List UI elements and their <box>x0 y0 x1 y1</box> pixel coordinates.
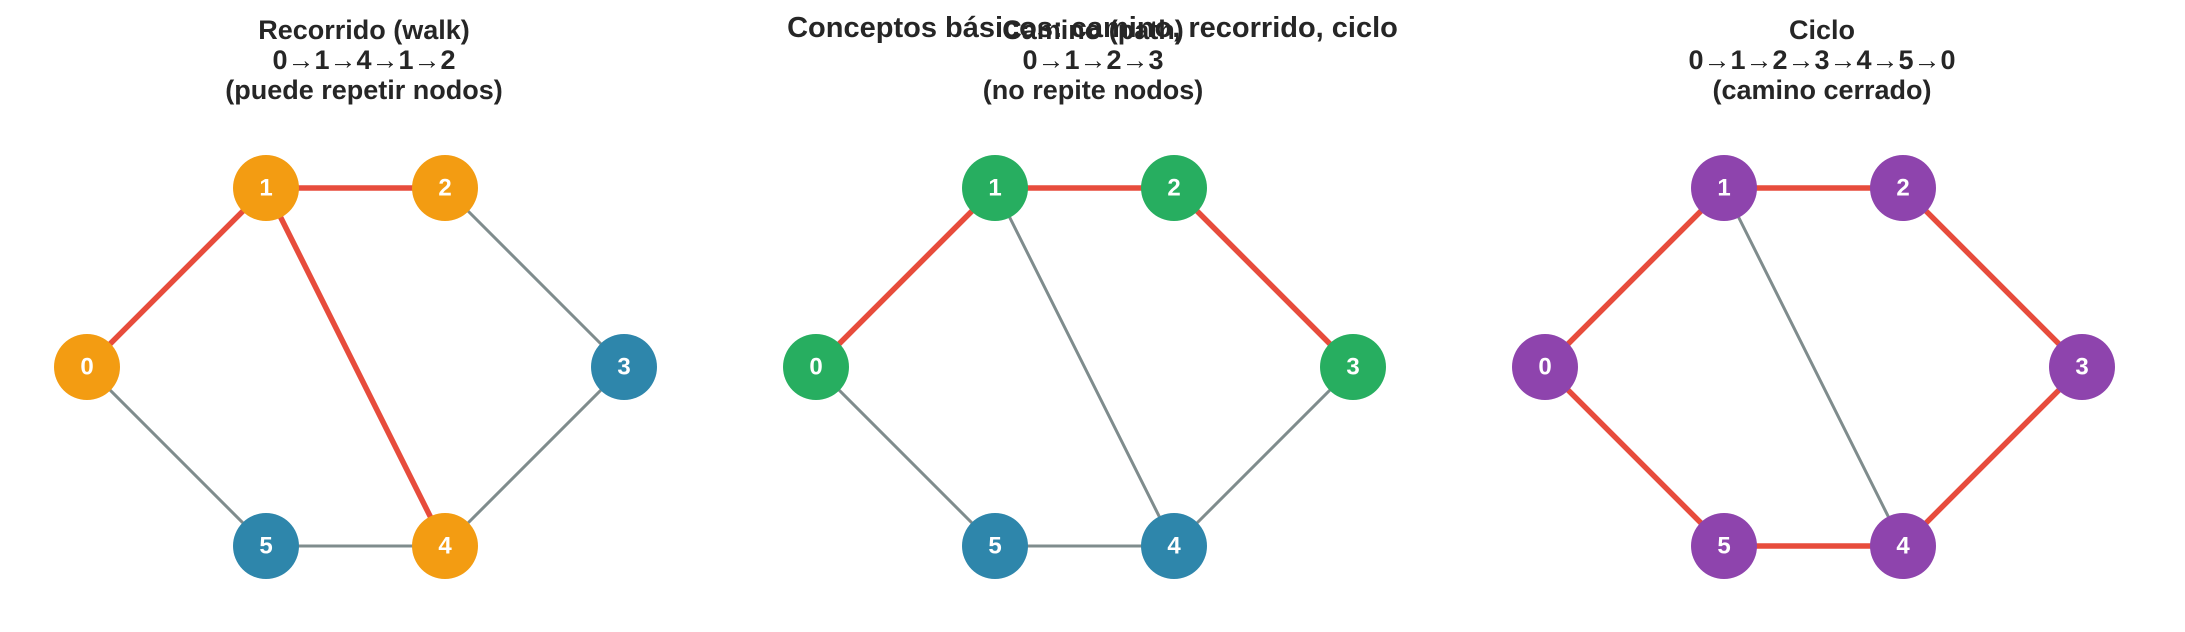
panel-title-line: (puede repetir nodos) <box>225 75 503 105</box>
node-4: 4 <box>412 513 478 579</box>
node-label: 4 <box>438 532 452 559</box>
highlighted-node-circle <box>54 334 120 400</box>
node-label: 2 <box>1896 174 1909 201</box>
node-label: 3 <box>617 353 630 380</box>
panel-path: Camino (path) 0→1→2→3 (no repite nodos) … <box>729 0 1457 632</box>
highlighted-node-circle <box>1512 334 1578 400</box>
highlighted-node-circle <box>1141 155 1207 221</box>
node-circle <box>962 513 1028 579</box>
panel-cycle: Ciclo 0→1→2→3→4→5→0 (camino cerrado) 0 1 2… <box>1458 0 2185 632</box>
highlighted-node-circle <box>1691 155 1757 221</box>
node-1: 1 <box>233 155 299 221</box>
highlighted-node-circle <box>1691 513 1757 579</box>
edges-group <box>1542 185 2085 549</box>
figure-title: Conceptos básicos: camino, recorrido, ci… <box>787 12 1398 44</box>
node-2: 2 <box>1870 155 1936 221</box>
node-0: 0 <box>783 334 849 400</box>
graph-diagram: 0 1 2 3 4 5 <box>1512 155 2115 579</box>
panel-title-line: 0→1→4→1→2 <box>272 45 456 75</box>
panel-title: Recorrido (walk) 0→1→4→1→2 (puede repeti… <box>0 15 728 105</box>
highlighted-node-circle <box>2049 334 2115 400</box>
node-label: 1 <box>988 174 1001 201</box>
node-1: 1 <box>1691 155 1757 221</box>
panel-title: Ciclo 0→1→2→3→4→5→0 (camino cerrado) <box>1458 15 2185 105</box>
node-0: 0 <box>54 334 120 400</box>
node-label: 5 <box>259 532 272 559</box>
edge-5-0 <box>814 365 997 548</box>
node-4: 4 <box>1870 513 1936 579</box>
node-circle <box>1141 513 1207 579</box>
nodes-group: 0 1 2 3 4 5 <box>1512 155 2115 579</box>
highlighted-edge-3-4 <box>1900 364 2085 549</box>
highlighted-edge-2-3 <box>1900 185 2085 370</box>
node-2: 2 <box>1141 155 1207 221</box>
highlighted-edge-0-1 <box>813 185 998 370</box>
node-3: 3 <box>591 334 657 400</box>
panel-title-line: (camino cerrado) <box>1712 75 1932 105</box>
panel-title-line: Ciclo <box>1788 15 1855 45</box>
node-5: 5 <box>233 513 299 579</box>
node-label: 4 <box>1896 532 1910 559</box>
node-2: 2 <box>412 155 478 221</box>
panel-title-line: (no repite nodos) <box>982 75 1204 105</box>
panel-title: Camino (path) 0→1→2→3 (no repite nodos) <box>729 15 1457 105</box>
node-circle <box>591 334 657 400</box>
edges-group <box>813 185 1356 548</box>
node-4: 4 <box>1141 513 1207 579</box>
graph-diagram: 0 1 2 3 4 5 <box>54 155 657 579</box>
highlighted-node-circle <box>783 334 849 400</box>
node-5: 5 <box>1691 513 1757 579</box>
node-label: 1 <box>259 174 272 201</box>
nodes-group: 0 1 2 3 4 5 <box>54 155 657 579</box>
node-label: 1 <box>1717 174 1730 201</box>
panel-title-line: Camino (path) <box>1002 15 1184 45</box>
highlighted-node-circle <box>1870 513 1936 579</box>
node-label: 5 <box>1717 532 1730 559</box>
nodes-group: 0 1 2 3 4 5 <box>783 155 1386 579</box>
node-label: 5 <box>988 532 1001 559</box>
edge-5-0 <box>85 365 268 548</box>
node-label: 4 <box>1167 532 1181 559</box>
edges-group <box>84 185 626 549</box>
node-label: 0 <box>809 353 822 380</box>
highlighted-edge-0-1 <box>84 185 269 370</box>
highlighted-edge-5-0 <box>1542 364 1727 549</box>
highlighted-node-circle <box>412 513 478 579</box>
edge-1-4 <box>1722 186 1905 548</box>
highlighted-node-circle <box>1320 334 1386 400</box>
highlighted-node-circle <box>412 155 478 221</box>
node-label: 2 <box>438 174 451 201</box>
highlighted-edge-0-1 <box>1542 185 1727 370</box>
node-label: 3 <box>2075 353 2088 380</box>
highlighted-node-circle <box>1870 155 1936 221</box>
node-label: 3 <box>1346 353 1359 380</box>
node-0: 0 <box>1512 334 1578 400</box>
panel-walk: Recorrido (walk) 0→1→4→1→2 (puede repeti… <box>0 0 728 632</box>
panel-title-line: 0→1→2→3 <box>1022 45 1164 75</box>
node-label: 2 <box>1167 174 1180 201</box>
node-3: 3 <box>2049 334 2115 400</box>
edge-3-4 <box>1172 365 1355 548</box>
edge-1-4 <box>993 186 1176 548</box>
node-1: 1 <box>962 155 1028 221</box>
highlighted-edge-1-4 <box>263 185 448 549</box>
node-label: 0 <box>80 353 93 380</box>
node-5: 5 <box>962 513 1028 579</box>
panel-title-line: Recorrido (walk) <box>258 15 470 45</box>
node-3: 3 <box>1320 334 1386 400</box>
graph-diagram: 0 1 2 3 4 5 <box>783 155 1386 579</box>
highlighted-node-circle <box>233 155 299 221</box>
node-circle <box>233 513 299 579</box>
node-label: 0 <box>1538 353 1551 380</box>
highlighted-node-circle <box>962 155 1028 221</box>
edge-3-4 <box>443 365 626 548</box>
edge-2-3 <box>443 186 626 369</box>
panel-title-line: 0→1→2→3→4→5→0 <box>1688 45 1956 75</box>
highlighted-edge-2-3 <box>1171 185 1356 370</box>
